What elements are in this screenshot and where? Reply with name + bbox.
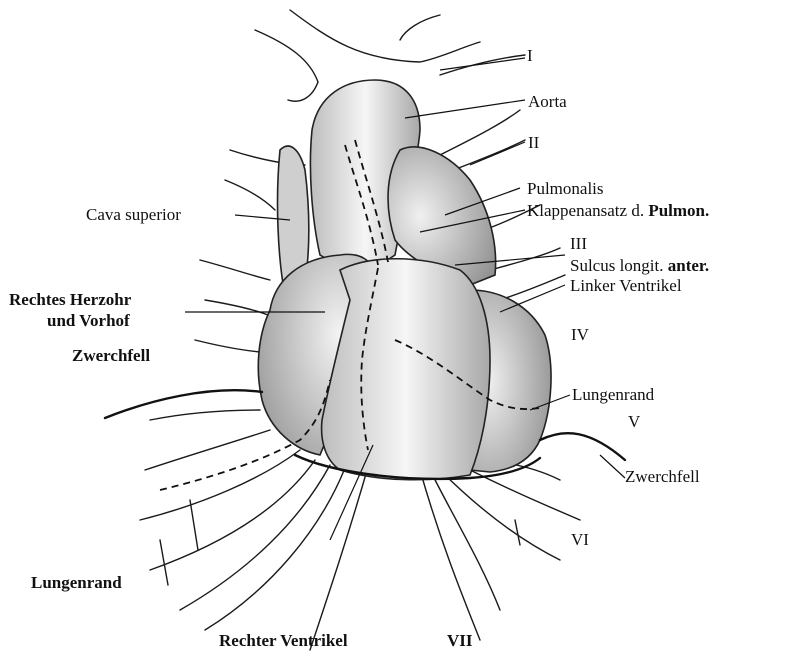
label-rechtes-herzohr-text: Rechtes Herzohr — [9, 290, 131, 309]
label-sulcus-text: Sulcus longit. — [570, 256, 664, 275]
label-cava-superior: Cava superior — [86, 206, 181, 223]
label-lungenrand-left-text: Lungenrand — [31, 573, 122, 592]
zwerchfell-line-left — [105, 390, 262, 418]
label-sulcus: Sulcus longit. anter. — [570, 257, 709, 274]
label-rechter-ventrikel-text: Rechter Ventrikel — [219, 631, 348, 650]
label-linker-ventrikel: Linker Ventrikel — [570, 277, 682, 294]
label-klappenansatz-text: Klappenansatz d. — [527, 201, 644, 220]
label-rechtes-herzohr: Rechtes Herzohr — [9, 291, 131, 308]
rechter-ventrikel-shape — [322, 259, 490, 480]
zwerchfell-line-right — [540, 433, 625, 460]
label-zwerchfell-right: Zwerchfell — [625, 468, 700, 485]
label-rib-vii-text: VII — [447, 631, 473, 650]
label-klappenansatz: Klappenansatz d. Pulmon. — [527, 202, 709, 219]
label-sulcus-bold: anter. — [668, 256, 709, 275]
label-rib-v: V — [628, 413, 640, 430]
label-rib-iv: IV — [571, 326, 589, 343]
label-lungenrand-right: Lungenrand — [572, 386, 654, 403]
label-rib-i: I — [527, 47, 533, 64]
label-rib-vi: VI — [571, 531, 589, 548]
label-und-vorhof-text: und Vorhof — [47, 311, 130, 330]
label-rib-iii: III — [570, 235, 587, 252]
label-und-vorhof: und Vorhof — [47, 312, 130, 329]
label-pulmonalis: Pulmonalis — [527, 180, 604, 197]
label-rechter-ventrikel: Rechter Ventrikel — [219, 632, 348, 649]
label-klappenansatz-bold: Pulmon. — [648, 201, 709, 220]
label-rib-ii: II — [528, 134, 539, 151]
label-aorta: Aorta — [528, 93, 567, 110]
label-lungenrand-left: Lungenrand — [31, 574, 122, 591]
label-zwerchfell-left-text: Zwerchfell — [72, 346, 150, 365]
label-rib-vii: VII — [447, 632, 473, 649]
label-zwerchfell-left: Zwerchfell — [72, 347, 150, 364]
